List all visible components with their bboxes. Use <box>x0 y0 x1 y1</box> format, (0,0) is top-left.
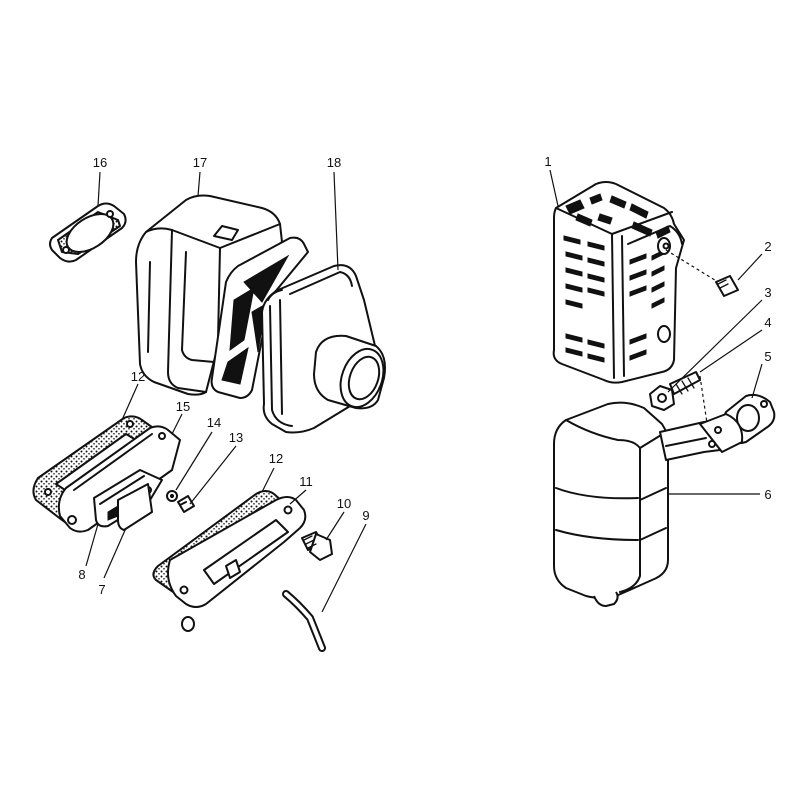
breather-plate <box>57 425 181 533</box>
callout-3: 3 <box>764 285 771 300</box>
callout-2: 2 <box>764 239 771 254</box>
air-cleaner-element-frame <box>210 236 309 399</box>
callout-6: 6 <box>764 487 771 502</box>
breather-washer <box>166 490 178 502</box>
muffler-protector <box>552 181 685 384</box>
air-cleaner-outlet-tube <box>313 334 386 410</box>
muffler-stud-bolt <box>669 371 701 395</box>
air-cleaner-cover <box>135 194 283 396</box>
breather-bolt <box>301 531 333 561</box>
muffler-exhaust-pipe <box>659 413 744 461</box>
callout-labels: 16 17 18 12 15 14 13 12 11 10 9 8 7 1 2 … <box>78 154 771 597</box>
muffler-protector-slots <box>563 235 671 363</box>
callout-15: 15 <box>176 399 190 414</box>
callout-17: 17 <box>193 155 207 170</box>
breather-cover <box>167 496 307 608</box>
callout-14: 14 <box>207 415 221 430</box>
protector-screw <box>715 275 739 297</box>
breather-reed <box>117 483 153 531</box>
callout-18: 18 <box>327 155 341 170</box>
callout-9: 9 <box>362 508 369 523</box>
breather-screw <box>177 495 195 513</box>
callout-13: 13 <box>229 430 243 445</box>
leader-lines <box>85 169 763 613</box>
breather-hose <box>181 590 326 652</box>
callout-1: 1 <box>544 154 551 169</box>
muffler-body <box>553 401 670 607</box>
callout-12-left: 12 <box>131 369 145 384</box>
callout-4: 4 <box>764 315 771 330</box>
callout-10: 10 <box>337 496 351 511</box>
callout-5: 5 <box>764 349 771 364</box>
callout-7: 7 <box>98 582 105 597</box>
callout-12-right: 12 <box>269 451 283 466</box>
callout-11: 11 <box>299 474 313 489</box>
callout-8: 8 <box>78 567 85 582</box>
callout-16: 16 <box>93 155 107 170</box>
air-cleaner-gasket <box>49 202 127 263</box>
